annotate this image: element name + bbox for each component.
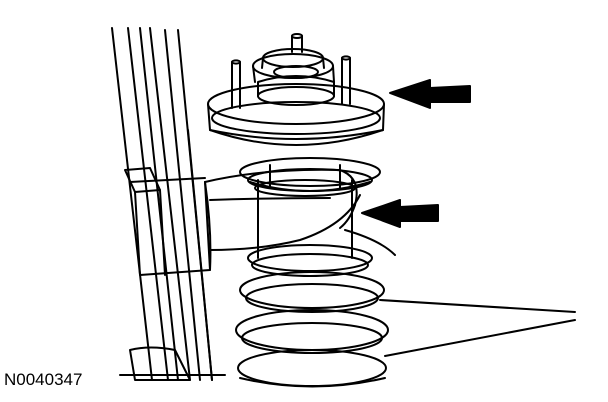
arrow-spring-seat (361, 199, 439, 228)
upper-mount (207, 33, 385, 146)
strut-body (254, 164, 356, 259)
frame-rails (111, 27, 226, 381)
figure-id-label: N0040347 (4, 370, 83, 389)
lower-arm (379, 299, 576, 357)
mount-studs (231, 55, 351, 109)
rail-bracket (124, 167, 212, 276)
coil-spring (235, 157, 389, 388)
arrow-upper-mount (389, 79, 471, 109)
